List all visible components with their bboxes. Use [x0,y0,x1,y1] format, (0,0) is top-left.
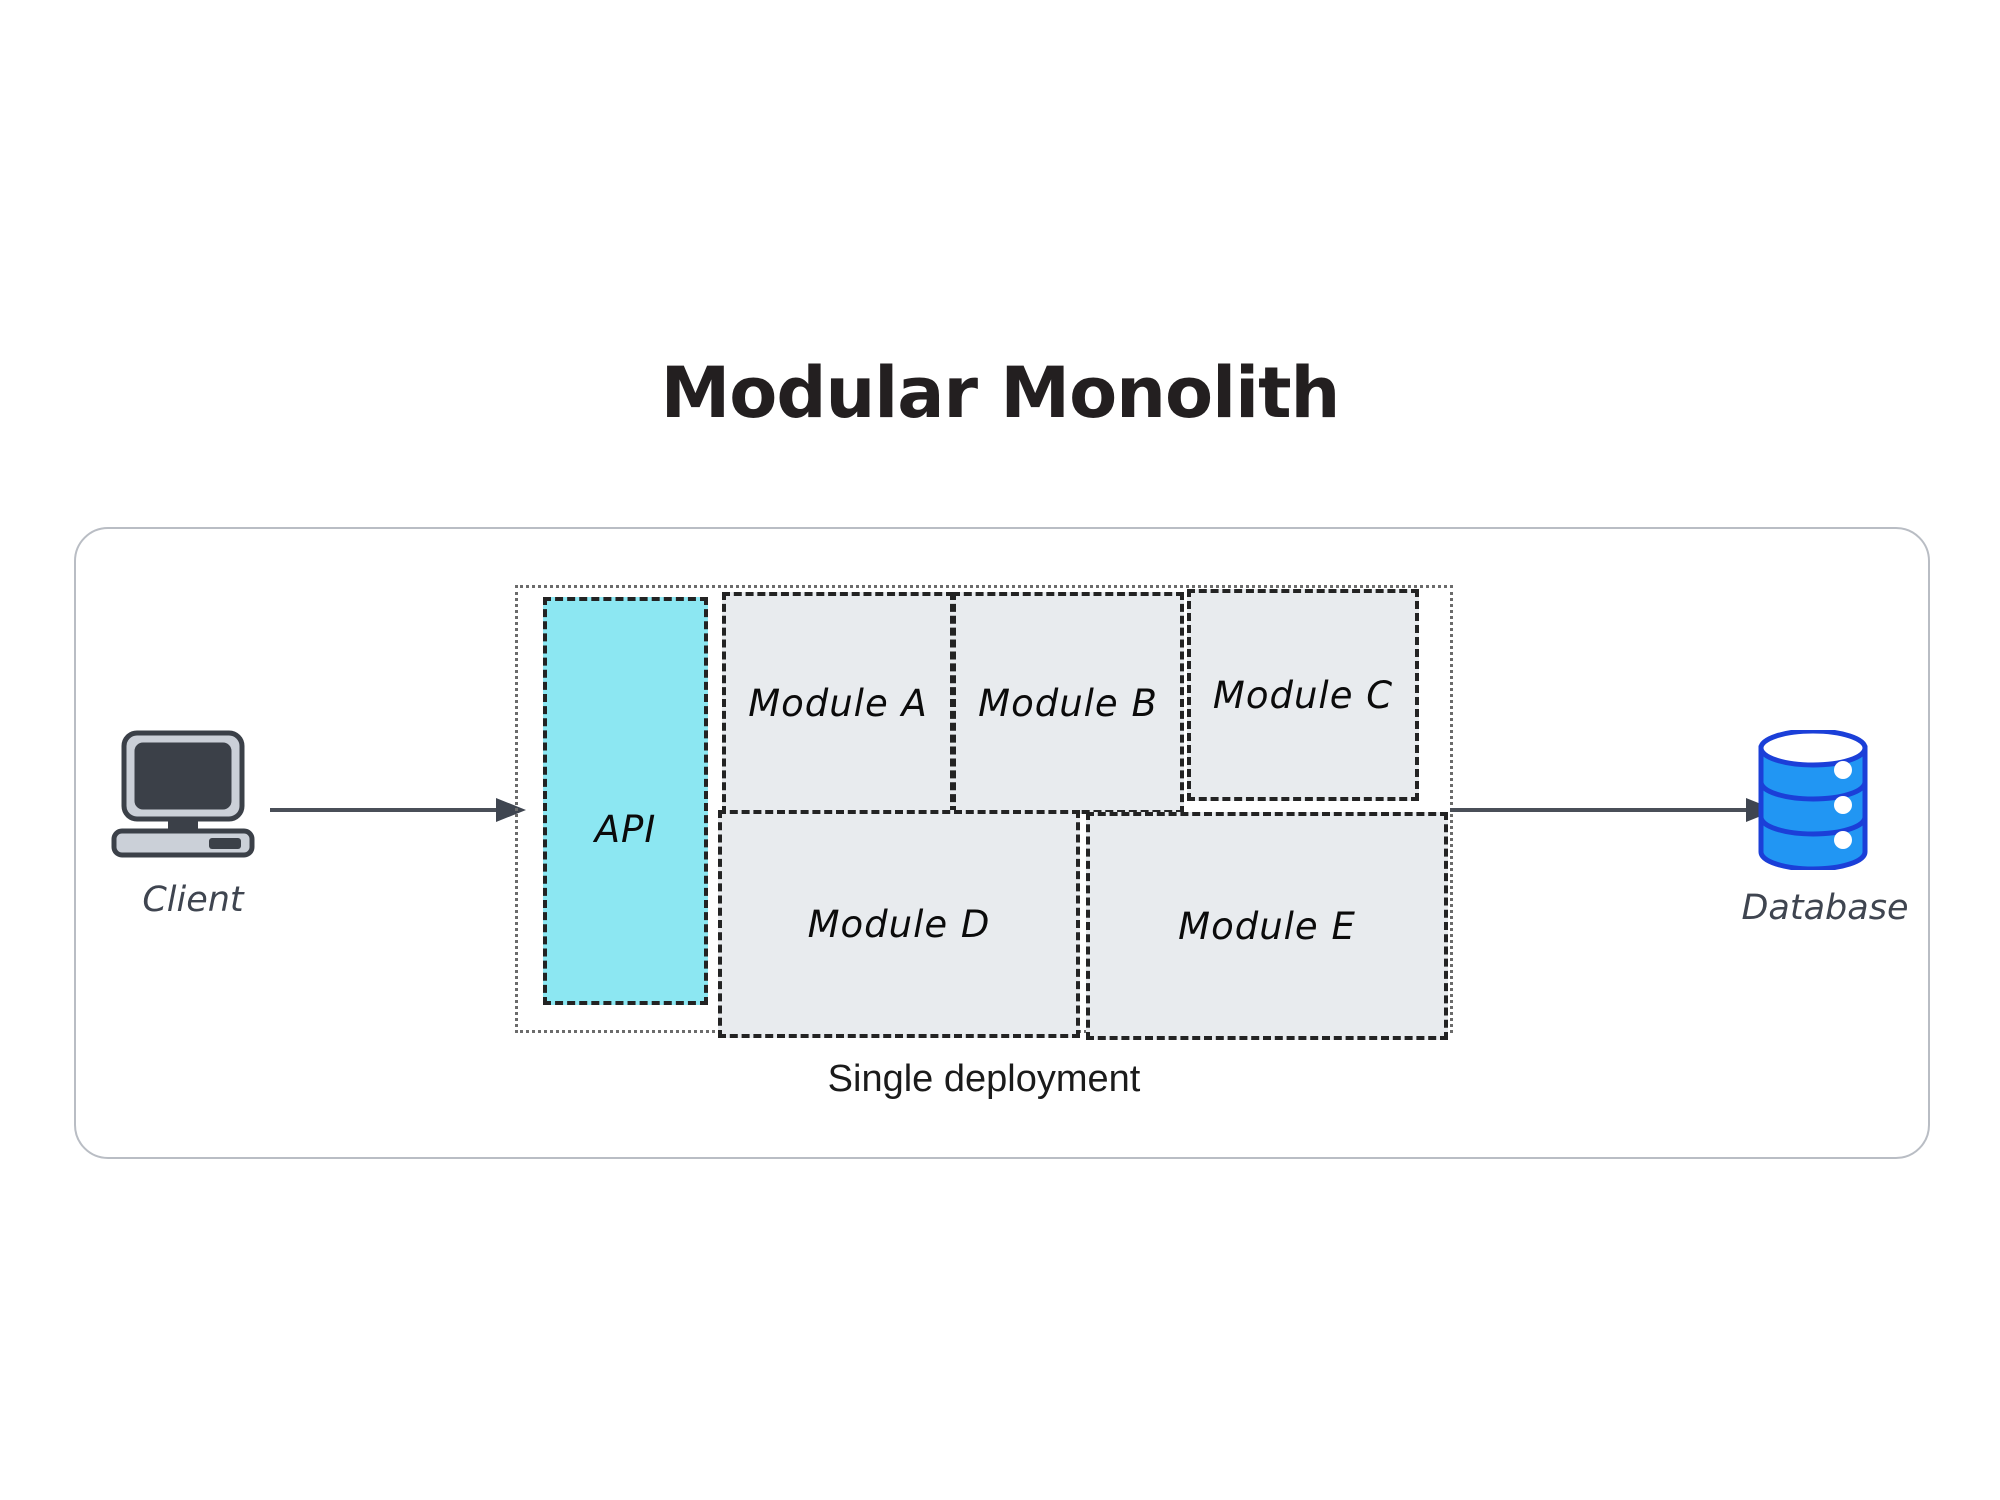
module-b-label: Module B [978,681,1158,725]
module-a-label: Module A [748,681,928,725]
database-node: Database [1735,728,1915,970]
page-title: Modular Monolith [660,352,1341,434]
database-label: Database [1741,888,1909,928]
client-label: Client [142,880,244,920]
module-c-label: Module C [1212,673,1394,717]
deployment-boundary-label: Single deployment [827,1058,1141,1100]
client-node: Client [108,730,278,960]
module-b-box[interactable]: Module B [952,592,1184,814]
arrow-api-to-database [1450,790,1780,830]
database-cylinder-icon [1753,728,1873,872]
module-e-label: Module E [1178,904,1356,948]
computer-icon [108,730,278,860]
api-box-label: API [594,807,657,851]
module-c-box[interactable]: Module C [1187,589,1419,801]
api-box[interactable]: API [543,597,708,1005]
arrow-client-to-api [270,790,530,830]
module-d-label: Module D [807,902,991,946]
module-d-box[interactable]: Module D [718,810,1080,1038]
module-e-box[interactable]: Module E [1086,812,1448,1040]
module-a-box[interactable]: Module A [722,592,954,814]
